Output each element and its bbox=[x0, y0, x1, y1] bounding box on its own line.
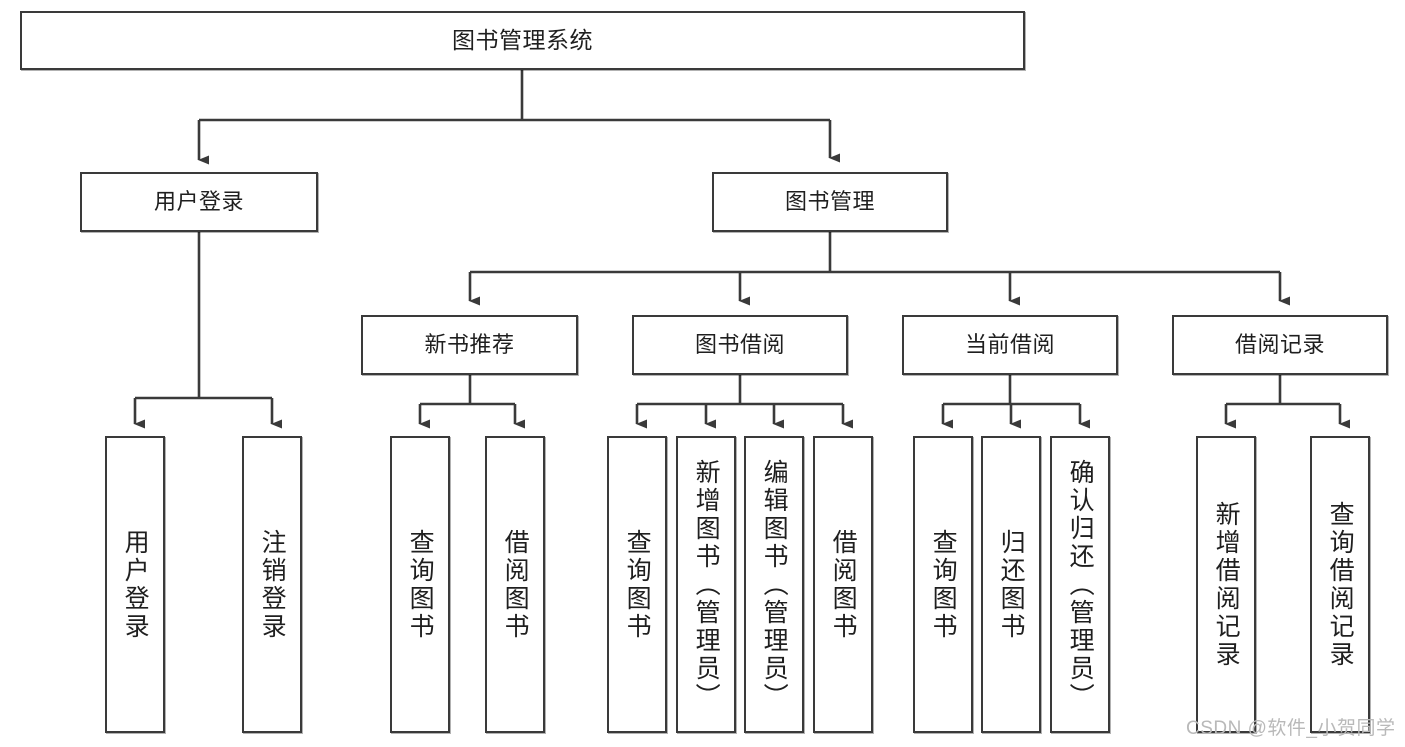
node-label: 图书管理 bbox=[784, 189, 875, 215]
node-label: 新增图书（管理员） bbox=[692, 458, 721, 711]
node-label: 图书管理系统 bbox=[452, 26, 593, 53]
node-label: 用户登录 bbox=[121, 528, 150, 641]
node-new-book-recommend[interactable]: 新书推荐 bbox=[361, 315, 578, 375]
node-label: 查询图书 bbox=[929, 528, 958, 641]
node-book-borrow[interactable]: 图书借阅 bbox=[632, 315, 848, 375]
node-label: 用户登录 bbox=[153, 189, 244, 215]
csdn-watermark: CSDN @软件_小贺同学 bbox=[1186, 718, 1396, 739]
node-leaf-edit-book[interactable]: 编辑图书（管理员） bbox=[744, 436, 804, 733]
node-leaf-logout-login[interactable]: 注销登录 bbox=[242, 436, 302, 733]
node-label: 新增借阅记录 bbox=[1212, 500, 1241, 669]
node-leaf-query-book-current[interactable]: 查询图书 bbox=[913, 436, 973, 733]
node-label: 查询图书 bbox=[406, 528, 435, 641]
node-label: 新书推荐 bbox=[424, 332, 515, 358]
node-leaf-borrow-book[interactable]: 借阅图书 bbox=[813, 436, 873, 733]
node-label: 编辑图书（管理员） bbox=[760, 458, 789, 711]
node-book-management[interactable]: 图书管理 bbox=[712, 172, 948, 232]
node-leaf-query-borrow-record[interactable]: 查询借阅记录 bbox=[1310, 436, 1370, 733]
node-leaf-confirm-return[interactable]: 确认归还（管理员） bbox=[1050, 436, 1110, 733]
node-label: 借阅图书 bbox=[501, 528, 530, 641]
node-leaf-borrow-book-recommend[interactable]: 借阅图书 bbox=[485, 436, 545, 733]
node-leaf-user-login[interactable]: 用户登录 bbox=[105, 436, 165, 733]
node-label: 图书借阅 bbox=[694, 332, 785, 358]
node-label: 查询图书 bbox=[623, 528, 652, 641]
node-leaf-return-book[interactable]: 归还图书 bbox=[981, 436, 1041, 733]
node-label: 查询借阅记录 bbox=[1326, 500, 1355, 669]
node-leaf-query-book-recommend[interactable]: 查询图书 bbox=[390, 436, 450, 733]
node-label: 注销登录 bbox=[258, 528, 287, 641]
node-leaf-add-book[interactable]: 新增图书（管理员） bbox=[676, 436, 736, 733]
node-label: 借阅记录 bbox=[1234, 332, 1325, 358]
node-label: 当前借阅 bbox=[964, 332, 1055, 358]
node-user-login[interactable]: 用户登录 bbox=[80, 172, 318, 232]
node-current-borrow[interactable]: 当前借阅 bbox=[902, 315, 1118, 375]
node-leaf-query-book-borrow[interactable]: 查询图书 bbox=[607, 436, 667, 733]
node-root-book-management-system[interactable]: 图书管理系统 bbox=[20, 11, 1025, 70]
node-label: 确认归还（管理员） bbox=[1066, 458, 1095, 711]
node-label: 借阅图书 bbox=[829, 528, 858, 641]
node-label: 归还图书 bbox=[997, 528, 1026, 641]
node-borrow-record[interactable]: 借阅记录 bbox=[1172, 315, 1388, 375]
node-leaf-add-borrow-record[interactable]: 新增借阅记录 bbox=[1196, 436, 1256, 733]
